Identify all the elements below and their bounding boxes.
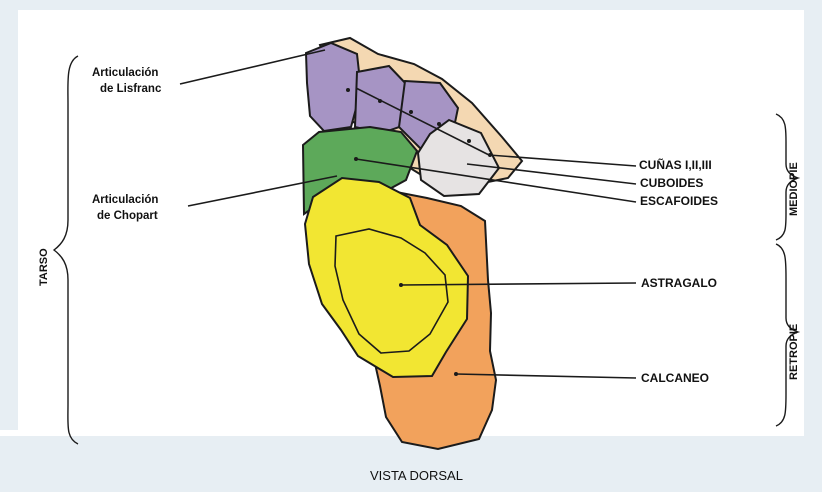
label-chopart-line1: Articulación: [92, 193, 158, 207]
label-calcaneo: CALCANEO: [641, 371, 709, 385]
label-retropie: RETROPIE: [788, 324, 800, 380]
label-lisfranc-line1: Articulación: [92, 66, 158, 80]
label-cuboides: CUBOIDES: [640, 176, 703, 190]
label-cunas: CUÑAS I,II,III: [639, 158, 712, 172]
label-escafoides: ESCAFOIDES: [640, 194, 718, 208]
caption-vista-dorsal: VISTA DORSAL: [370, 468, 463, 483]
background-frame-top: [0, 0, 822, 10]
background-frame-right: [804, 0, 822, 492]
label-tarso: TARSO: [38, 248, 50, 286]
cuneiform-1: [306, 43, 361, 131]
label-chopart-line2: de Chopart: [97, 209, 158, 223]
label-mediopie: MEDIOPIE: [788, 162, 800, 216]
label-lisfranc-line2: de Lisfranc: [100, 82, 161, 96]
background-frame-left: [0, 0, 18, 430]
label-astragalo: ASTRAGALO: [641, 276, 717, 290]
